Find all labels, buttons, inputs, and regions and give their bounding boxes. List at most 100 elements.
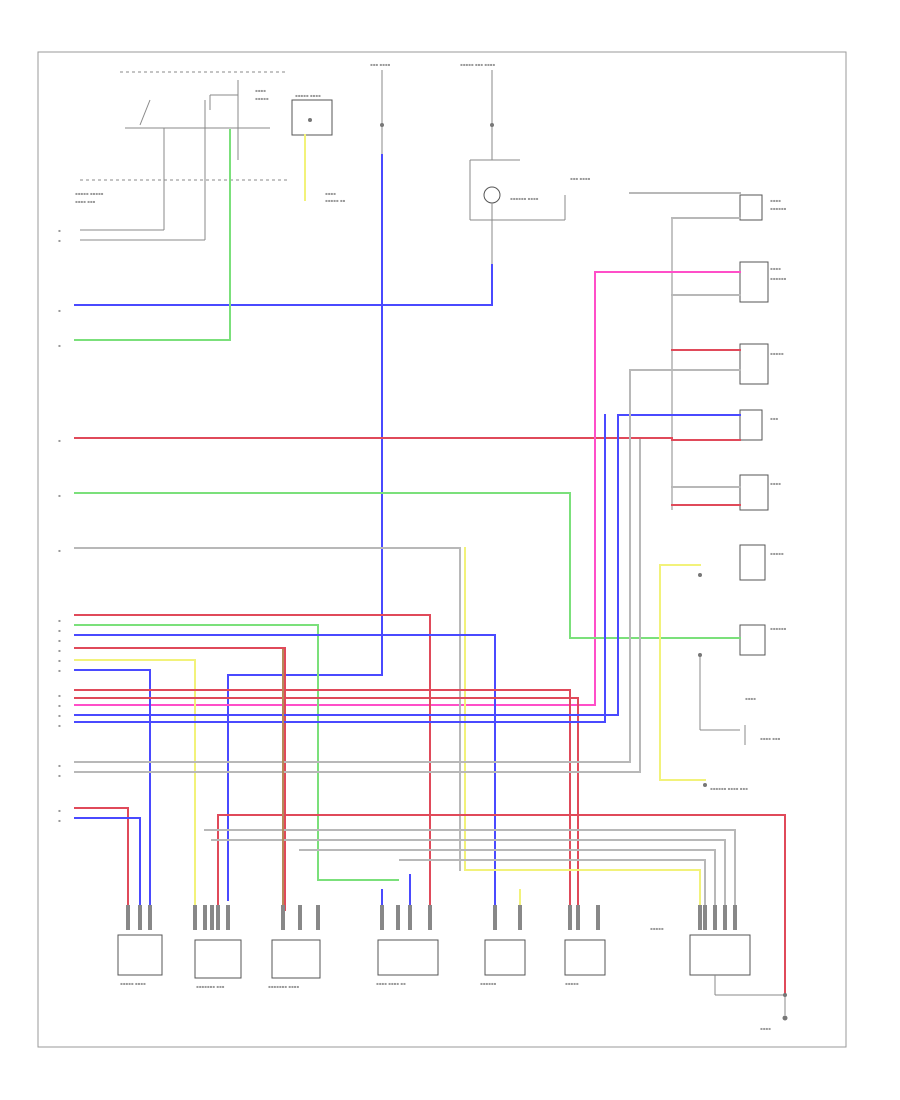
svg-text:▪▪▪▪▪: ▪▪▪▪▪ [255, 96, 269, 101]
svg-text:▪: ▪ [58, 548, 61, 553]
connector-pin [210, 905, 214, 930]
svg-text:▪: ▪ [58, 343, 61, 348]
wire-yellow-bus [464, 869, 701, 911]
connector-pin [733, 905, 737, 930]
connector-pin [281, 905, 285, 930]
svg-text:▪▪▪▪: ▪▪▪▪ [745, 696, 756, 701]
svg-text:▪▪▪▪▪: ▪▪▪▪▪ [650, 926, 664, 931]
svg-text:▪: ▪ [58, 668, 61, 673]
wire-gray-bus-2 [211, 839, 726, 911]
wire-red-bus [217, 814, 786, 996]
svg-text:▪: ▪ [58, 658, 61, 663]
svg-text:▪▪▪▪▪▪: ▪▪▪▪▪▪ [770, 276, 787, 281]
svg-text:▪▪▪▪: ▪▪▪▪ [770, 198, 781, 203]
connector-pin [703, 905, 707, 930]
wire-pink-run [74, 271, 596, 706]
connector-pin [226, 905, 230, 930]
svg-text:▪: ▪ [58, 763, 61, 768]
connector-pin [576, 905, 580, 930]
svg-text:▪: ▪ [58, 808, 61, 813]
fuse-block-top: ▪▪▪ ▪▪▪▪ ▪▪▪▪▪ ▪▪▪ ▪▪▪▪ ▪▪▪▪▪▪ ▪▪▪▪ ▪▪▪ … [370, 62, 591, 265]
svg-text:▪▪▪▪ ▪▪▪: ▪▪▪▪ ▪▪▪ [75, 199, 96, 204]
sensor-7 [689, 934, 751, 976]
svg-text:▪▪▪▪▪▪: ▪▪▪▪▪▪ [770, 626, 787, 631]
wire-blue-5 [74, 414, 606, 723]
svg-text:▪▪▪▪ ▪▪▪▪ ▪▪: ▪▪▪▪ ▪▪▪▪ ▪▪ [376, 981, 406, 986]
sensor-4 [377, 939, 439, 976]
svg-text:▪▪▪▪▪▪▪ ▪▪▪: ▪▪▪▪▪▪▪ ▪▪▪ [196, 984, 225, 989]
wire-gray-bus [204, 829, 736, 911]
sensor-3 [271, 939, 321, 979]
connector-pin [713, 905, 717, 930]
wire-blue-6 [74, 817, 141, 911]
svg-text:▪▪▪▪▪ ▪▪▪▪▪: ▪▪▪▪▪ ▪▪▪▪▪ [75, 191, 104, 196]
connector-pin [596, 905, 600, 930]
wire-red-4 [74, 689, 571, 911]
svg-text:▪: ▪ [58, 818, 61, 823]
connector-pin [408, 905, 412, 930]
svg-text:▪▪▪▪▪ ▪▪▪▪: ▪▪▪▪▪ ▪▪▪▪ [120, 981, 146, 986]
svg-text:▪▪▪▪▪ ▪▪▪ ▪▪▪▪: ▪▪▪▪▪ ▪▪▪ ▪▪▪▪ [460, 62, 495, 67]
svg-text:▪: ▪ [58, 648, 61, 653]
connector-pin [493, 905, 497, 930]
sensor-1 [117, 934, 163, 976]
svg-text:▪: ▪ [58, 693, 61, 698]
svg-text:▪▪▪▪: ▪▪▪▪ [770, 266, 781, 271]
svg-text:▪▪▪▪▪▪ ▪▪▪▪ ▪▪▪: ▪▪▪▪▪▪ ▪▪▪▪ ▪▪▪ [710, 786, 748, 791]
wire-gray-3 [74, 439, 641, 773]
svg-text:▪: ▪ [58, 703, 61, 708]
diagram-border [37, 51, 847, 1048]
wire-yellow-2 [74, 659, 196, 911]
svg-text:▪▪▪▪▪▪▪ ▪▪▪▪: ▪▪▪▪▪▪▪ ▪▪▪▪ [268, 984, 299, 989]
connector-pin [723, 905, 727, 930]
connector-pin [380, 905, 384, 930]
svg-text:▪: ▪ [58, 713, 61, 718]
connector-pin [396, 905, 400, 930]
connector-pin [428, 905, 432, 930]
connector-pin [138, 905, 142, 930]
svg-text:▪▪▪▪▪: ▪▪▪▪▪ [565, 981, 579, 986]
svg-text:▪▪▪▪▪ ▪▪: ▪▪▪▪▪ ▪▪ [325, 198, 346, 203]
svg-text:▪: ▪ [58, 773, 61, 778]
svg-text:▪: ▪ [58, 493, 61, 498]
connector-pin [126, 905, 130, 930]
svg-text:▪▪▪▪▪: ▪▪▪▪▪ [770, 551, 784, 556]
sensor-2 [194, 939, 242, 979]
wire-blue-top [74, 264, 493, 306]
wire-yellow-right-2 [659, 564, 706, 781]
svg-text:▪: ▪ [58, 308, 61, 313]
connector-pin [193, 905, 197, 930]
sensor-6 [564, 939, 606, 976]
svg-text:▪: ▪ [58, 438, 61, 443]
svg-text:▪: ▪ [58, 628, 61, 633]
left-pin-labels: ▪ ▪ ▪ ▪ ▪ ▪ ▪ ▪ ▪ ▪ ▪ ▪ ▪ ▪ ▪ ▪ ▪ ▪ ▪ ▪ … [58, 228, 61, 823]
switch-assembly-top-left: ▪▪▪▪▪ ▪▪▪▪▪ ▪▪▪▪ ▪▪▪ ▪▪▪▪ ▪▪▪▪▪ ▪▪▪▪▪ ▪▪… [75, 71, 346, 241]
svg-text:▪▪▪▪▪▪: ▪▪▪▪▪▪ [770, 206, 787, 211]
wire-gray-2 [74, 369, 741, 763]
svg-text:▪▪▪ ▪▪▪▪: ▪▪▪ ▪▪▪▪ [570, 176, 591, 181]
svg-text:▪▪▪▪▪ ▪▪▪▪: ▪▪▪▪▪ ▪▪▪▪ [295, 93, 321, 98]
svg-text:▪▪▪▪▪▪ ▪▪▪▪: ▪▪▪▪▪▪ ▪▪▪▪ [510, 196, 539, 201]
right-components: ▪▪▪▪ ▪▪▪▪▪▪ ▪▪▪▪ ▪▪▪▪▪▪ ▪▪▪▪▪ ▪▪▪ ▪▪▪▪ ▪… [671, 194, 787, 791]
wire-green-top [74, 129, 231, 341]
wire-gray-bus-4 [399, 859, 706, 911]
wire-red-6 [74, 807, 129, 911]
svg-text:▪▪▪▪: ▪▪▪▪ [770, 481, 781, 486]
svg-text:▪: ▪ [58, 723, 61, 728]
connector-pin [568, 905, 572, 930]
wire-blue-2 [74, 634, 496, 911]
connector-pin [203, 905, 207, 930]
wire-red-2 [74, 614, 431, 921]
svg-text:▪: ▪ [58, 238, 61, 243]
wire-green-3 [74, 624, 399, 881]
svg-text:▪▪▪: ▪▪▪ [770, 416, 778, 421]
connector-pin [216, 905, 220, 930]
wire-green-2 [74, 492, 741, 639]
wire-gray-1 [74, 547, 461, 871]
svg-text:▪▪▪▪▪▪: ▪▪▪▪▪▪ [480, 981, 497, 986]
wire-harness [74, 129, 786, 996]
connector-pin [698, 905, 702, 930]
wire-red-3 [74, 647, 286, 911]
svg-text:▪▪▪▪▪: ▪▪▪▪▪ [770, 351, 784, 356]
